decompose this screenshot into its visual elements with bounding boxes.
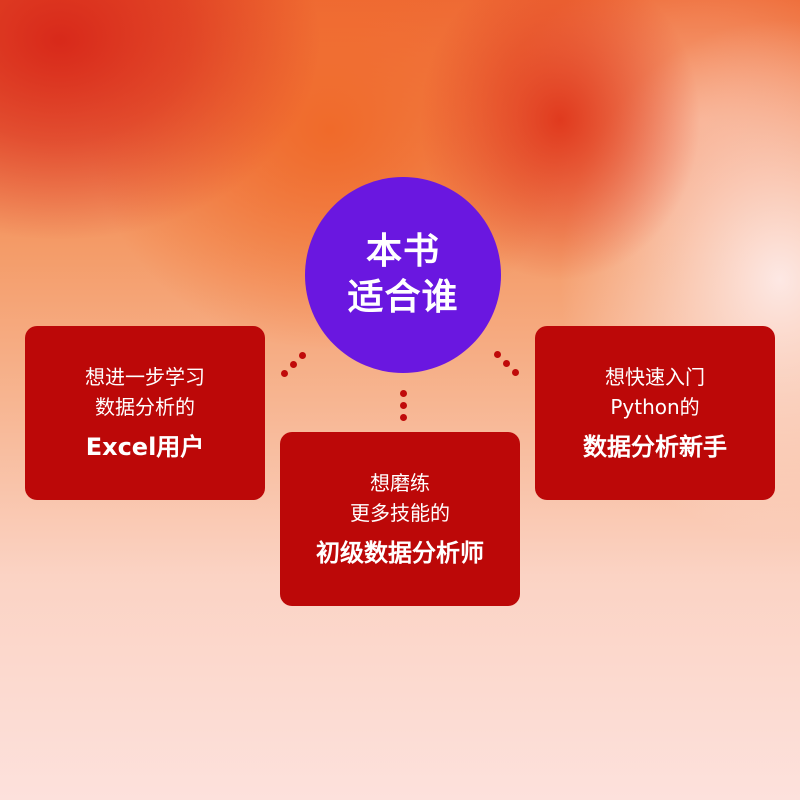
connector-dot — [299, 352, 306, 359]
card-line-1: 想磨练 — [370, 471, 430, 495]
title-line-1: 本书 — [365, 231, 440, 272]
connector-dot — [400, 414, 407, 421]
card-line-2: 数据分析的 — [95, 395, 195, 419]
card-highlight: 数据分析新手 — [583, 433, 727, 461]
card-line-1: 想进一步学习 — [85, 365, 205, 389]
card-highlight: Excel用户 — [85, 433, 205, 461]
connector-dot — [400, 402, 407, 409]
title-line-2: 适合谁 — [347, 277, 459, 318]
connector-dot — [512, 369, 519, 376]
audience-card-junior-analysts: 想磨练 更多技能的 初级数据分析师 — [280, 432, 520, 606]
connector-dot — [400, 390, 407, 397]
card-line-1: 想快速入门 — [605, 365, 705, 389]
title-circle: 本书 适合谁 — [305, 177, 501, 373]
card-highlight: 初级数据分析师 — [316, 539, 484, 567]
connector-dot — [494, 351, 501, 358]
audience-card-excel-users: 想进一步学习 数据分析的 Excel用户 — [25, 326, 265, 500]
audience-card-python-beginners: 想快速入门 Python的 数据分析新手 — [535, 326, 775, 500]
card-line-2: 更多技能的 — [350, 501, 450, 525]
card-line-2: Python的 — [610, 395, 700, 419]
connector-dot — [290, 361, 297, 368]
connector-dot — [503, 360, 510, 367]
connector-dot — [281, 370, 288, 377]
